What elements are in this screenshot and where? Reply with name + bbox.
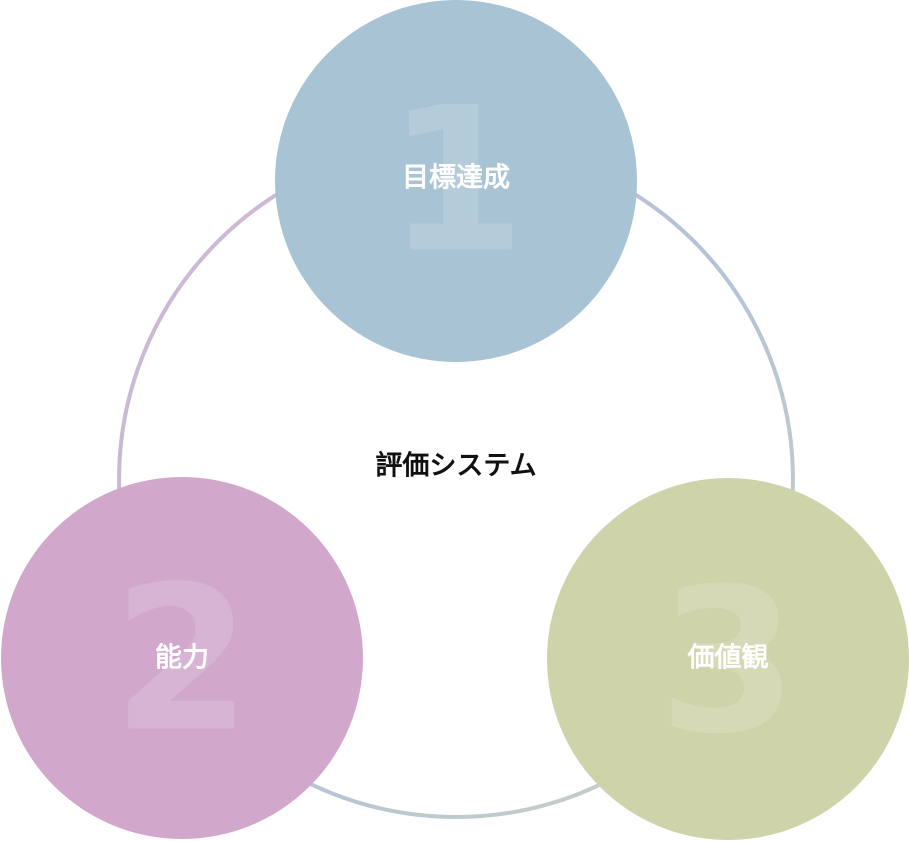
node-1: 1 目標達成 bbox=[275, 0, 637, 362]
node-2-circle bbox=[1, 477, 363, 839]
node-3-number: 3 bbox=[658, 546, 797, 779]
node-1-number: 1 bbox=[386, 65, 525, 298]
node-1-circle bbox=[275, 0, 637, 362]
node-2: 2 能力 bbox=[1, 477, 363, 839]
center-label: 評価システム bbox=[375, 450, 536, 482]
node-2-label: 能力 bbox=[155, 642, 209, 674]
node-1-label: 目標達成 bbox=[402, 163, 510, 194]
node-2-number: 2 bbox=[112, 544, 251, 777]
node-3-circle bbox=[547, 478, 909, 840]
node-3-label: 価値観 bbox=[687, 642, 769, 674]
node-3: 3 価値観 bbox=[547, 478, 909, 840]
